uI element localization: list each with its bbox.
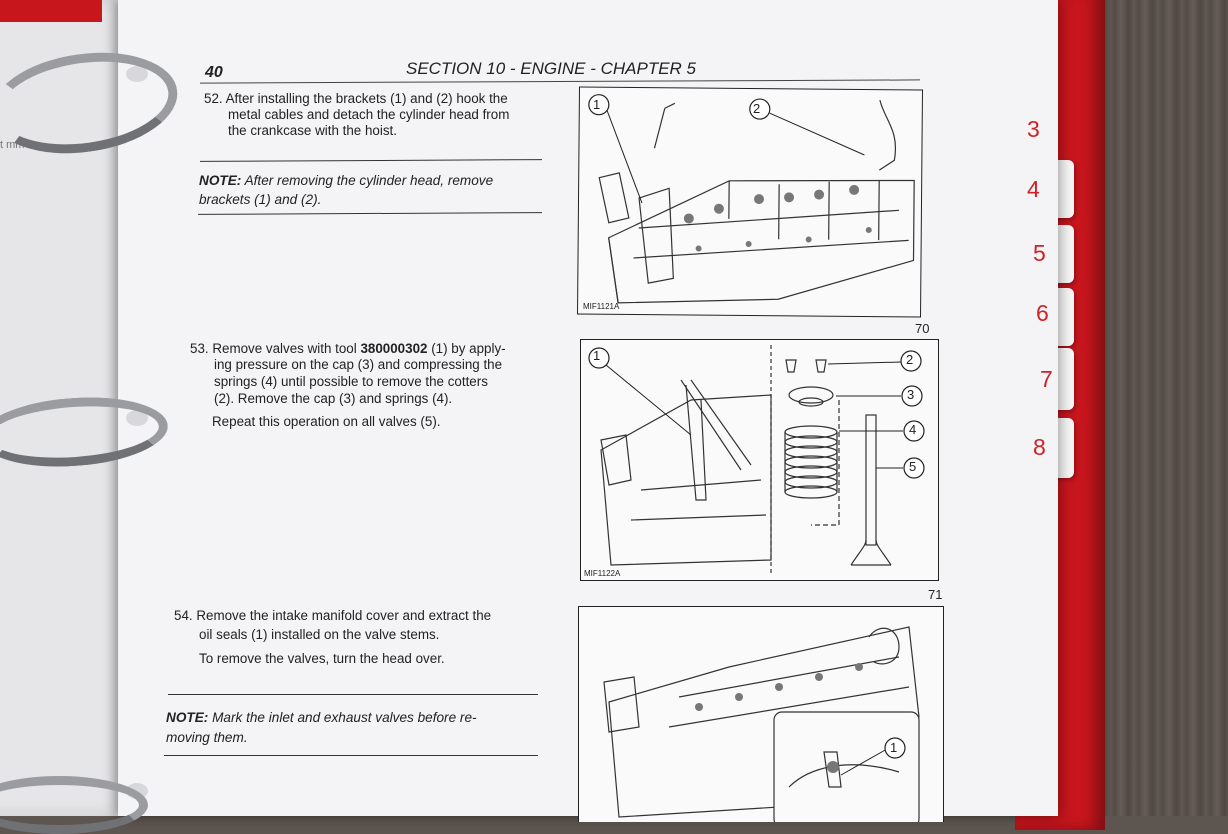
note-rule-bottom <box>164 755 538 756</box>
tab-number: 3 <box>1027 116 1040 142</box>
callout-1: 1 <box>593 348 601 363</box>
step-53-line: (2). Remove the cap (3) and springs (4). <box>214 391 453 406</box>
note-label: NOTE: <box>166 710 209 725</box>
figure-71 <box>580 339 939 581</box>
callout-2: 2 <box>753 101 761 116</box>
tab-number: 6 <box>1036 300 1049 326</box>
step-53-line: ing pressure on the cap (3) and compress… <box>214 357 503 372</box>
punch-hole <box>126 410 148 426</box>
step-52-note: NOTE: After removing the cylinder head, … <box>199 171 493 190</box>
step-53-text: (1) by apply- <box>427 341 506 356</box>
left-page-fragment: t mm <box>0 139 25 151</box>
note-text: Mark the inlet and exhaust valves before… <box>212 710 477 725</box>
step-53-repeat: Repeat this operation on all valves (5). <box>212 414 441 429</box>
step-52-line: 52. After installing the brackets (1) an… <box>204 91 508 106</box>
figure-number: 71 <box>928 587 943 602</box>
figure-code: MIF1121A <box>583 302 620 311</box>
callout-2: 2 <box>906 352 914 367</box>
step-52-line: metal cables and detach the cylinder hea… <box>228 107 510 122</box>
callout-1: 1 <box>890 740 898 755</box>
note-label: NOTE: <box>199 173 242 188</box>
step-53-line: springs (4) until possible to remove the… <box>214 374 488 389</box>
step-54-note-line2: moving them. <box>166 730 248 745</box>
step-53-text: 53. Remove valves with tool <box>190 341 361 356</box>
step-54-line: 54. Remove the intake manifold cover and… <box>174 608 492 623</box>
callout-3: 3 <box>907 387 915 402</box>
figure-72 <box>578 606 944 822</box>
step-54-turn: To remove the valves, turn the head over… <box>199 651 445 666</box>
figure-number: 70 <box>915 321 930 336</box>
step-52-note-line2: brackets (1) and (2). <box>199 192 322 207</box>
valve-removal-illustration <box>588 345 925 575</box>
oil-seal-illustration <box>603 626 920 822</box>
step-53-line: 53. Remove valves with tool 380000302 (1… <box>190 341 506 357</box>
section-title: SECTION 10 - ENGINE - CHAPTER 5 <box>406 59 696 78</box>
tab-number: 8 <box>1033 434 1046 460</box>
step-54-note: NOTE: Mark the inlet and exhaust valves … <box>166 708 477 727</box>
note-text: After removing the cylinder head, remove <box>244 173 494 188</box>
tab-number: 4 <box>1027 176 1040 202</box>
left-page: t mm <box>0 0 130 816</box>
callout-1: 1 <box>593 97 601 112</box>
figure-70 <box>577 86 923 318</box>
page-number: 40 <box>205 64 223 81</box>
callout-4: 4 <box>909 422 917 437</box>
tab-number: 7 <box>1040 366 1053 392</box>
cylinder-head-hoist-illustration <box>588 94 915 304</box>
tab-number: 5 <box>1033 240 1046 266</box>
left-page-red-edge <box>0 0 102 22</box>
step-54-line: oil seals (1) installed on the valve ste… <box>199 627 440 642</box>
callout-5: 5 <box>909 459 917 474</box>
tool-number: 380000302 <box>360 341 428 356</box>
note-rule-top <box>168 694 538 695</box>
step-52-line: the crankcase with the hoist. <box>228 123 397 138</box>
punch-hole <box>126 66 148 82</box>
figure-code: MIF1122A <box>584 569 621 578</box>
